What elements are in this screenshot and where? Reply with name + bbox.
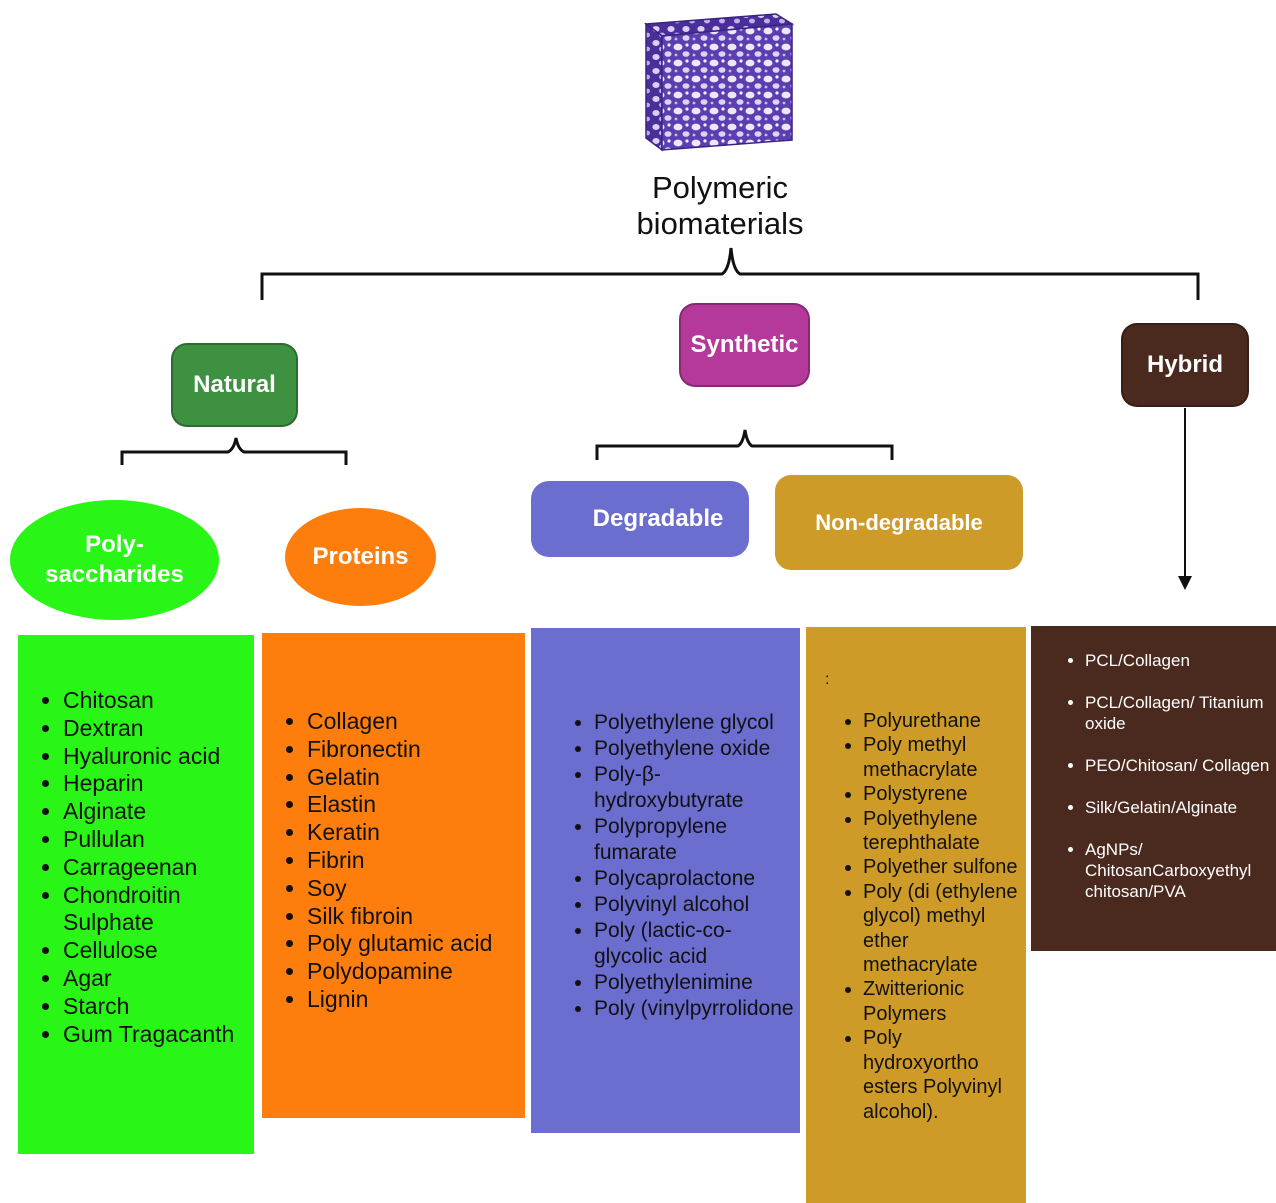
subcategory-polysaccharides: Poly- saccharides: [10, 500, 219, 620]
panel-hybrid: PCL/CollagenPCL/Collagen/ Titanium oxide…: [1031, 626, 1276, 951]
list-item: Silk fibroin: [307, 903, 517, 931]
list-item: Poly (lactic-co-glycolic acid: [594, 918, 794, 970]
list-item: Elastin: [307, 791, 517, 819]
list-item: Polyethylene glycol: [594, 710, 794, 736]
main-brace: [260, 247, 1200, 300]
porous-scaffold-cube-icon: [643, 13, 795, 152]
list-item: Heparin: [63, 770, 244, 798]
list-item: Starch: [63, 993, 244, 1021]
list-item: Zwitterionic Polymers: [863, 977, 1020, 1026]
list-item: Polypropylene fumarate: [594, 814, 794, 866]
synthetic-brace: [595, 429, 894, 460]
list-item: Polycaprolactone: [594, 866, 794, 892]
category-natural: Natural: [171, 343, 298, 427]
subcategory-non-degradable: Non-degradable: [775, 475, 1023, 570]
subcategory-polysaccharides-label: Poly- saccharides: [45, 531, 184, 588]
list-item: PEO/Chitosan/ Collagen: [1085, 755, 1272, 776]
list-item: Fibrin: [307, 847, 517, 875]
list-item: Gum Tragacanth: [63, 1021, 244, 1049]
list-item: Poly methyl methacrylate: [863, 733, 1020, 782]
subcategory-proteins: Proteins: [285, 508, 436, 606]
non-degradable-list: PolyurethanePoly methyl methacrylatePoly…: [806, 709, 1020, 1124]
subcategory-degradable: Degradable: [531, 481, 749, 557]
list-item: Alginate: [63, 798, 244, 826]
category-synthetic-label: Synthetic: [690, 331, 799, 358]
list-item: Gelatin: [307, 764, 517, 792]
subcategory-degradable-label: Degradable: [592, 505, 724, 532]
proteins-list: CollagenFibronectinGelatinElastinKeratin…: [262, 708, 517, 1014]
list-item: Chitosan: [63, 687, 244, 715]
subcategory-non-degradable-label: Non-degradable: [815, 509, 983, 535]
list-item: Poly (vinylpyrrolidone: [594, 996, 794, 1022]
list-item: Collagen: [307, 708, 517, 736]
list-item: Agar: [63, 965, 244, 993]
list-item: Soy: [307, 875, 517, 903]
list-item: Poly hydroxyortho esters Polyvinyl alcoh…: [863, 1026, 1020, 1124]
list-item: Chondroitin Sulphate: [63, 882, 244, 938]
polysaccharides-list: ChitosanDextranHyaluronic acidHeparinAlg…: [18, 687, 244, 1048]
list-item: Polystyrene: [863, 782, 1020, 806]
list-item: Poly-β-hydroxybutyrate: [594, 762, 794, 814]
category-synthetic: Synthetic: [679, 303, 810, 387]
list-item: Hyaluronic acid: [63, 743, 244, 771]
list-item: PCL/Collagen: [1085, 650, 1272, 671]
non-degradable-prefix: :: [825, 671, 830, 688]
natural-brace: [120, 437, 348, 465]
list-item: AgNPs/ ChitosanCarboxyethyl chitosan/PVA: [1085, 839, 1272, 902]
list-item: Silk/Gelatin/Alginate: [1085, 797, 1272, 818]
category-hybrid-label: Hybrid: [1146, 351, 1223, 378]
panel-polysaccharides: ChitosanDextranHyaluronic acidHeparinAlg…: [18, 635, 254, 1154]
list-item: Fibronectin: [307, 736, 517, 764]
list-item: Poly (di (ethylene glycol) methyl ether …: [863, 880, 1020, 978]
diagram-title: Polymeric biomaterials: [636, 170, 804, 241]
category-natural-label: Natural: [193, 371, 276, 398]
list-item: Keratin: [307, 819, 517, 847]
list-item: Polyurethane: [863, 709, 1020, 733]
list-item: Dextran: [63, 715, 244, 743]
category-hybrid: Hybrid: [1121, 323, 1249, 407]
subcategory-proteins-label: Proteins: [312, 543, 409, 570]
degradable-list: Polyethylene glycolPolyethylene oxidePol…: [531, 710, 794, 1022]
list-item: Cellulose: [63, 937, 244, 965]
list-item: Polyether sulfone: [863, 855, 1020, 879]
list-item: Polyvinyl alcohol: [594, 892, 794, 918]
list-item: Polyethylenimine: [594, 970, 794, 996]
list-item: Carrageenan: [63, 854, 244, 882]
list-item: Polyethylene terephthalate: [863, 807, 1020, 856]
list-item: Poly glutamic acid: [307, 930, 517, 958]
list-item: Polydopamine: [307, 958, 517, 986]
panel-proteins: CollagenFibronectinGelatinElastinKeratin…: [262, 633, 525, 1118]
list-item: PCL/Collagen/ Titanium oxide: [1085, 692, 1272, 734]
list-item: Pullulan: [63, 826, 244, 854]
list-item: Lignin: [307, 986, 517, 1014]
list-item: Polyethylene oxide: [594, 736, 794, 762]
hybrid-list: PCL/CollagenPCL/Collagen/ Titanium oxide…: [1031, 650, 1272, 902]
panel-non-degradable: : PolyurethanePoly methyl methacrylatePo…: [806, 627, 1026, 1203]
panel-degradable: Polyethylene glycolPolyethylene oxidePol…: [531, 628, 800, 1133]
